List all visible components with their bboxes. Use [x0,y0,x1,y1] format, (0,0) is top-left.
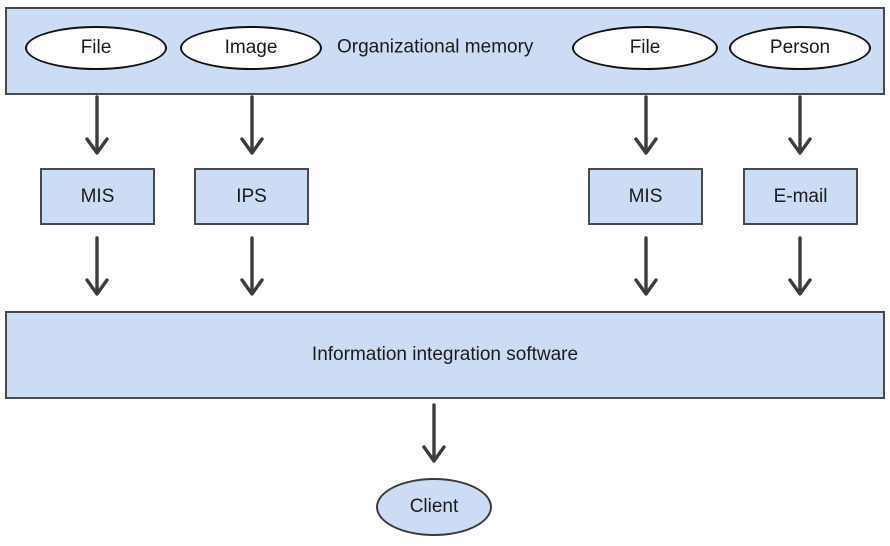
source-file-oval: File [25,26,167,70]
system-mis-box: MIS [40,168,155,225]
information-integration-box: Information integration software [5,311,885,399]
arrow-down-icon [631,95,661,157]
system-ips-label: IPS [236,185,267,207]
client-oval: Client [376,478,492,536]
client-label: Client [409,496,459,517]
arrow-down-icon [82,95,112,157]
arrow-down-icon [419,403,449,465]
system-ips-box: IPS [194,168,309,225]
arrow-down-icon [785,236,815,298]
system-mis-2-label: MIS [628,185,663,207]
system-mis-label: MIS [80,185,115,207]
system-email-label: E-mail [773,185,828,207]
arrow-down-icon [785,95,815,157]
source-file-2-oval: File [572,26,718,70]
arrow-down-icon [237,236,267,298]
arrow-down-icon [82,236,112,298]
arrow-down-icon [237,95,267,157]
source-file-2-label: File [629,37,661,58]
source-person-label: Person [769,37,831,58]
information-integration-label: Information integration software [311,344,579,365]
system-email-box: E-mail [743,168,858,225]
source-file-label: File [80,37,112,58]
source-image-label: Image [224,37,278,58]
organizational-memory-label: Organizational memory [337,36,534,58]
source-image-oval: Image [180,26,322,70]
system-mis-2-box: MIS [588,168,703,225]
source-person-oval: Person [729,26,871,70]
arrow-down-icon [631,236,661,298]
